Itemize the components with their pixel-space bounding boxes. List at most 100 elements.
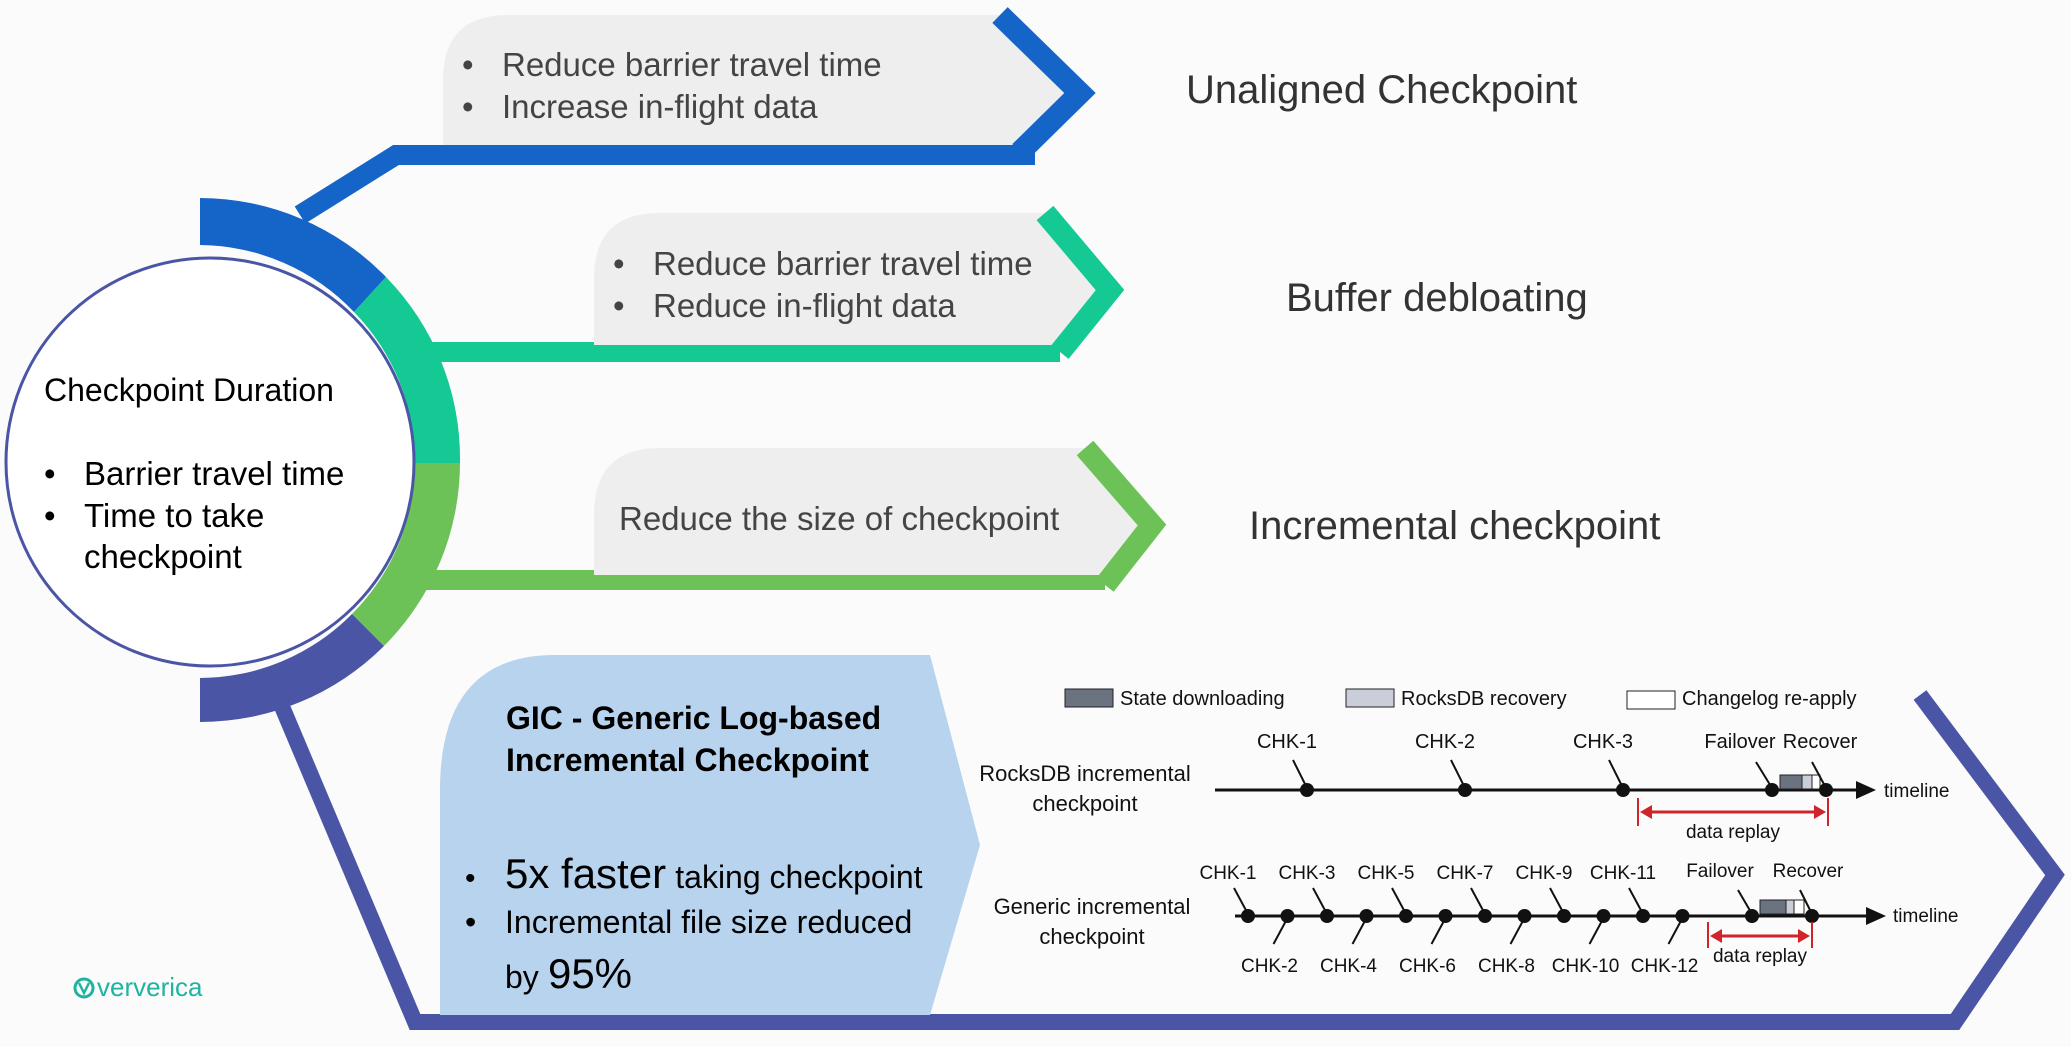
generic-checkpoint-tick <box>1549 887 1565 915</box>
generic-checkpoint-tick <box>1233 887 1249 915</box>
generic-checkpoint-dot <box>1359 909 1374 923</box>
arc-segment-teal <box>354 277 461 463</box>
circle-bullet-2-text: Time to take <box>84 497 265 534</box>
legend-label-1: State downloading <box>1120 688 1285 710</box>
generic-checkpoint-tick <box>1272 917 1289 945</box>
bullet-dot: • <box>44 497 56 534</box>
generic-recover-label: Recover <box>1773 861 1844 882</box>
generic-checkpoint-tick <box>1667 917 1684 945</box>
generic-checkpoint-label: CHK-5 <box>1357 863 1414 884</box>
unaligned-bullet-1: •Reduce barrier travel time <box>462 46 882 84</box>
generic-checkpoint-label: CHK-2 <box>1241 956 1298 977</box>
rocksdb-replay-label: data replay <box>1686 822 1781 843</box>
gic-title-line2: Incremental Checkpoint <box>506 742 869 778</box>
bullet-dot: • <box>613 287 625 324</box>
unaligned-title: Unaligned Checkpoint <box>1186 68 1578 112</box>
connector-blue <box>294 145 1035 224</box>
generic-recover-dot <box>1805 909 1819 923</box>
rocksdb-label-line1: RocksDB incremental <box>979 761 1191 786</box>
generic-checkpoint-tick <box>1470 887 1486 915</box>
rocksdb-replay-arrow-right <box>1814 805 1826 819</box>
generic-label-line1: Generic incremental <box>994 894 1191 919</box>
bullet-dot: • <box>462 88 474 125</box>
generic-checkpoint-label: CHK-8 <box>1478 956 1535 977</box>
generic-checkpoint-dot <box>1675 909 1690 923</box>
generic-checkpoint-tick <box>1509 917 1526 945</box>
ververica-logo-icon <box>73 977 95 999</box>
generic-checkpoint-label: CHK-10 <box>1552 956 1620 977</box>
unaligned-bullet-2-text: Increase in-flight data <box>502 88 818 125</box>
rocksdb-checkpoint-tick <box>1450 759 1466 789</box>
bullet-dot: • <box>465 904 477 940</box>
branch-box-incremental <box>594 448 1152 575</box>
rocksdb-timeline-label: timeline <box>1884 781 1949 802</box>
generic-replay-arrow-left <box>1710 929 1722 943</box>
gic-bullet-2-cont: by 95% <box>505 950 632 998</box>
rocksdb-checkpoint-label: CHK-2 <box>1415 731 1475 753</box>
generic-phase-downloading <box>1759 899 1787 915</box>
gic-bullet-1-small: taking checkpoint <box>675 859 923 895</box>
legend-label-3: Changelog re-apply <box>1682 688 1857 710</box>
unaligned-bullet-2: • Increase in-flight data <box>462 88 818 126</box>
generic-checkpoint-dot <box>1241 909 1255 923</box>
circle-bullet-2-cont-text: checkpoint <box>84 538 242 575</box>
generic-phase-recovery <box>1785 899 1795 915</box>
rocksdb-phase-recovery <box>1801 774 1813 790</box>
generic-checkpoint-dot <box>1438 909 1453 923</box>
rocksdb-label-line2: checkpoint <box>1032 791 1137 816</box>
rocksdb-checkpoint-dot <box>1458 783 1472 797</box>
bullet-dot: • <box>613 245 625 282</box>
generic-replay-arrow-right <box>1798 929 1810 943</box>
generic-checkpoint-label: CHK-11 <box>1590 863 1656 884</box>
rocksdb-checkpoint-tick <box>1292 759 1308 789</box>
branch-chevron-unaligned <box>992 7 1096 160</box>
generic-checkpoint-tick <box>1351 917 1368 945</box>
rocksdb-checkpoint-tick <box>1608 759 1624 789</box>
generic-checkpoint-label: CHK-4 <box>1320 956 1377 977</box>
gic-bullet-2: • Incremental file size reduced <box>465 904 912 941</box>
circle-bullet-1: •Barrier travel time <box>44 455 344 493</box>
gic-box <box>440 655 980 1015</box>
branch-box-unaligned <box>443 15 1080 145</box>
circle-title: Checkpoint Duration <box>44 372 334 408</box>
generic-checkpoint-dot <box>1636 909 1650 923</box>
generic-checkpoint-dot <box>1280 909 1295 923</box>
legend-swatch-rocksdb <box>1345 688 1395 708</box>
rocksdb-recover-dot <box>1819 783 1833 797</box>
circle-bullet-1-text: Barrier travel time <box>84 455 345 492</box>
branch-box-debloat <box>594 213 1110 345</box>
generic-checkpoint-tick <box>1588 917 1605 945</box>
generic-timeline-arrow <box>1866 907 1886 925</box>
gic-bullet-2-text: Incremental file size reduced <box>505 904 913 940</box>
generic-label-line2: checkpoint <box>1039 924 1144 949</box>
generic-checkpoint-dot <box>1557 909 1571 923</box>
debloat-bullet-1: •Reduce barrier travel time <box>613 245 1033 283</box>
circle-bullet-2: • Time to take <box>44 497 264 535</box>
arc-segment-green <box>352 463 460 646</box>
generic-failover-dot <box>1745 909 1759 923</box>
generic-checkpoint-label: CHK-3 <box>1278 863 1335 884</box>
gic-bullet-1: •5x faster taking checkpoint <box>465 850 923 898</box>
duration-circle <box>4 256 416 668</box>
generic-checkpoint-tick <box>1430 917 1447 945</box>
legend-swatch-downloading <box>1064 688 1114 708</box>
rocksdb-checkpoint-dot <box>1616 783 1630 797</box>
generic-checkpoint-tick <box>1628 887 1644 915</box>
rocksdb-phase-changelog <box>1811 774 1821 790</box>
debloat-title: Buffer debloating <box>1286 276 1588 320</box>
arc-segment-blue <box>200 198 386 312</box>
gic-outline <box>267 686 2065 1030</box>
bullet-dot: • <box>465 862 476 895</box>
branch-chevron-incremental <box>1076 440 1167 592</box>
rocksdb-failover-dot <box>1765 783 1779 797</box>
generic-checkpoint-label: CHK-9 <box>1515 863 1572 884</box>
rocksdb-failover-label: Failover <box>1704 731 1775 753</box>
rocksdb-checkpoint-dot <box>1300 783 1314 797</box>
generic-checkpoint-dot <box>1320 909 1334 923</box>
bullet-dot: • <box>462 46 474 83</box>
debloat-bullet-2-text: Reduce in-flight data <box>653 287 956 324</box>
ververica-logo-text: ververica <box>97 972 203 1002</box>
